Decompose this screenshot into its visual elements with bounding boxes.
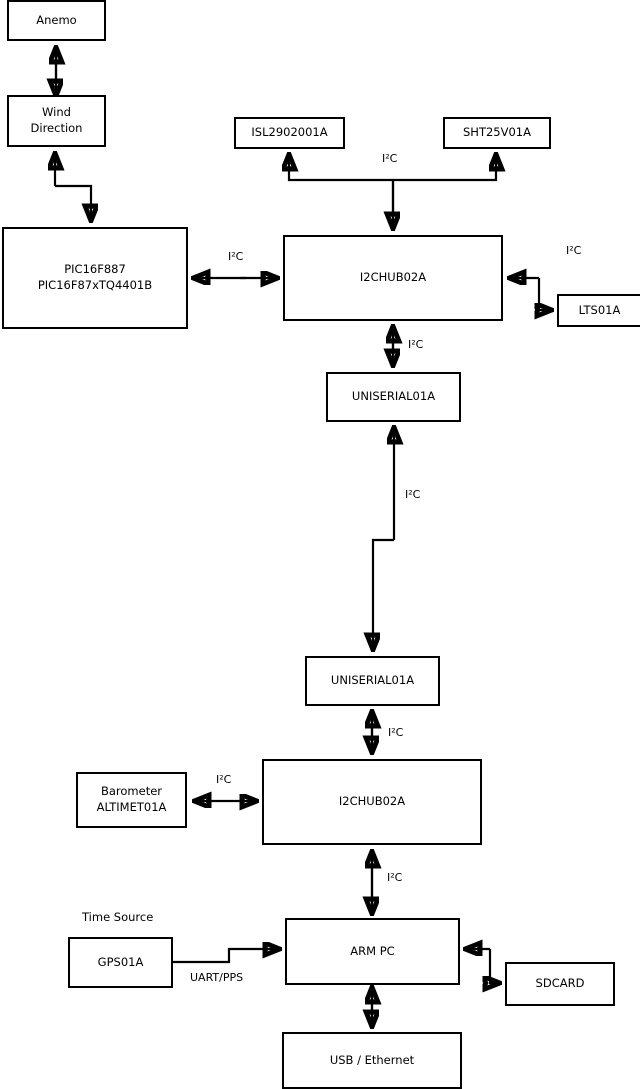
node-uniserial01a-bottom[interactable]: UNISERIAL01A <box>305 656 440 706</box>
node-gps01a[interactable]: GPS01A <box>68 937 173 988</box>
node-uniserial01a-bottom-label: UNISERIAL01A <box>330 673 415 688</box>
node-sdcard[interactable]: SDCARD <box>505 962 615 1006</box>
node-usb-ethernet-label: USB / Ethernet <box>329 1052 415 1067</box>
edge-label-pic-to-hub-top: I²C <box>228 250 244 263</box>
node-i2chub02a-top-label: I2CHUB02A <box>359 270 427 285</box>
node-sdcard-label: SDCARD <box>535 976 585 991</box>
node-isl2902001a-label: ISL2902001A <box>251 125 328 140</box>
node-lts01a[interactable]: LTS01A <box>557 294 640 327</box>
edge-label-gps-to-arm: UART/PPS <box>190 971 244 984</box>
edge-label-hub-bottom-to-arm: I²C <box>387 871 403 884</box>
node-sht25v01a[interactable]: SHT25V01A <box>443 117 551 149</box>
node-gps01a-label: GPS01A <box>97 954 144 969</box>
wire-hubtop-sensors <box>289 155 496 228</box>
edge-label-barometer-to-hub-bottom: I²C <box>216 773 232 786</box>
wire-arm-sdcard <box>466 949 499 983</box>
node-arm-pc[interactable]: ARM PC <box>285 918 460 985</box>
node-arm-pc-label: ARM PC <box>350 943 395 958</box>
node-barometer-altimet01a[interactable]: Barometer ALTIMET01A <box>76 772 187 828</box>
node-pic-mcu[interactable]: PIC16F887 PIC16F87xTQ4401B <box>2 227 188 329</box>
edge-label-hub-top-to-uniserial-top: I²C <box>408 338 424 351</box>
wire-hubtop-lts <box>510 278 551 310</box>
node-uniserial01a-top-label: UNISERIAL01A <box>351 389 436 404</box>
node-lts01a-label: LTS01A <box>578 302 621 317</box>
node-uniserial01a-top[interactable]: UNISERIAL01A <box>326 372 461 422</box>
edge-label-uniserial-bottom-to-hub-bottom: I²C <box>388 726 404 739</box>
node-barometer-altimet01a-label: Barometer ALTIMET01A <box>96 784 167 814</box>
edge-label-sensors-to-hub-top: I²C <box>382 152 398 165</box>
label-time-source: Time Source <box>82 910 154 924</box>
edge-label-hub-top-to-lts: I²C <box>566 244 582 257</box>
node-anemo[interactable]: Anemo <box>7 0 106 41</box>
node-wind-direction[interactable]: Wind Direction <box>7 95 106 147</box>
wire-uniserial-link <box>373 428 394 649</box>
node-usb-ethernet[interactable]: USB / Ethernet <box>282 1032 462 1089</box>
wire-wind-pic <box>55 154 91 220</box>
node-wind-direction-label: Wind Direction <box>30 105 83 135</box>
node-i2chub02a-bottom-label: I2CHUB02A <box>338 794 406 809</box>
node-pic-mcu-label: PIC16F887 PIC16F87xTQ4401B <box>37 262 153 292</box>
node-sht25v01a-label: SHT25V01A <box>463 125 531 140</box>
node-isl2902001a[interactable]: ISL2902001A <box>234 117 345 149</box>
node-anemo-label: Anemo <box>36 12 77 27</box>
wire-gps-arm <box>172 949 279 964</box>
node-i2chub02a-top[interactable]: I2CHUB02A <box>283 235 503 321</box>
edge-label-uniserial-link: I²C <box>405 488 421 501</box>
node-i2chub02a-bottom[interactable]: I2CHUB02A <box>262 759 482 845</box>
